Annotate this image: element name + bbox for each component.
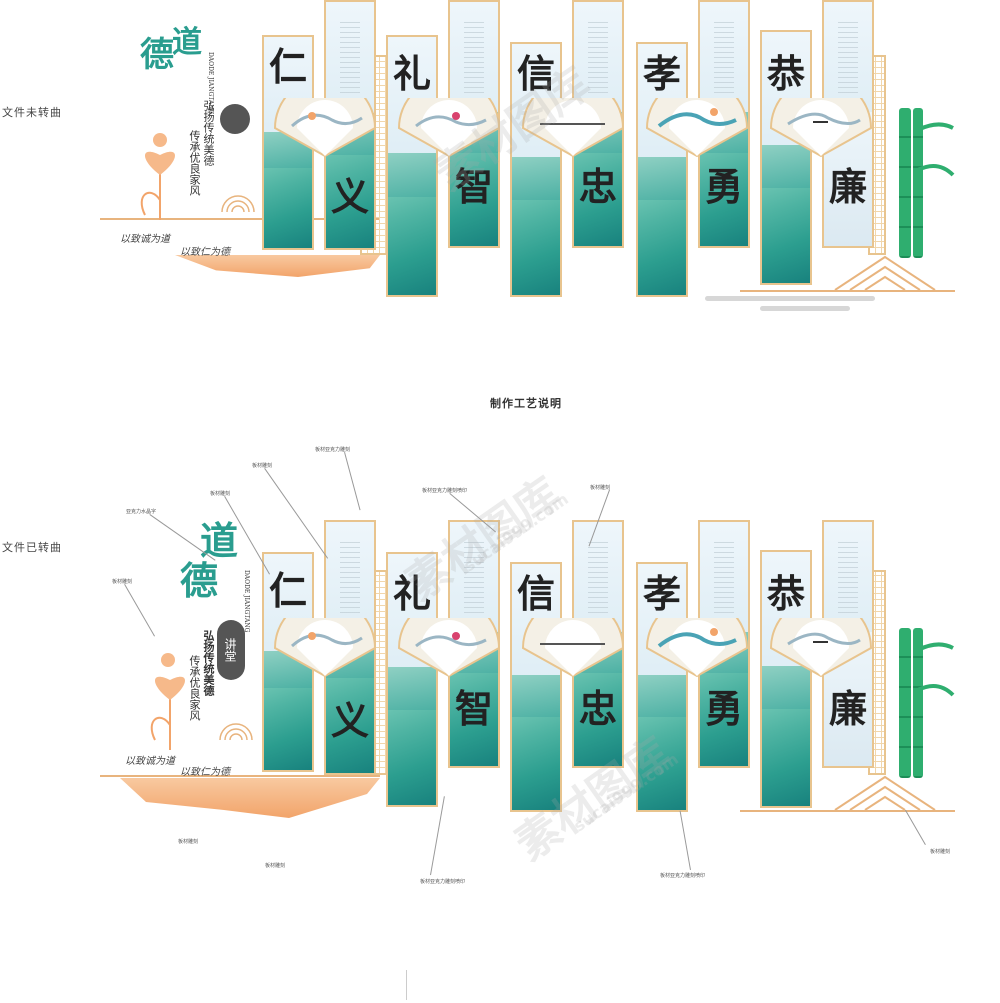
- annotation-label: 板材亚克力雕刻喷印: [420, 879, 466, 885]
- motto-2: 以致仁为德: [180, 767, 230, 778]
- virtue-char: 仁: [268, 568, 307, 613]
- annotation-label: 板材雕刻: [178, 839, 199, 845]
- annotation-label: 板材雕刻: [210, 491, 231, 497]
- base-line: [100, 218, 380, 220]
- fan-icon: [769, 618, 873, 678]
- label-unconverted: 文件未转曲: [2, 106, 62, 119]
- lecture-badge: [220, 104, 250, 134]
- title-char-dao: 道: [200, 518, 239, 563]
- design-panel-converted: 道 德 讲堂 DAODE JIANGTANG 弘扬传统美德 传承优良家风 以致诚…: [0, 510, 1000, 850]
- fan-icon: [521, 618, 625, 678]
- lotus-icon: [140, 133, 175, 220]
- virtue-char: 勇: [704, 686, 743, 731]
- fan-icon: [273, 618, 377, 678]
- fan-icon: [273, 98, 377, 158]
- bamboo-leaf-icon: [918, 642, 955, 697]
- grey-cloud: [705, 296, 875, 301]
- mountain-pattern-icon: [834, 255, 936, 290]
- annotation-label: 板材亚克力雕刻喷印: [660, 873, 706, 879]
- slogan-2: 传承优良家风: [188, 655, 201, 721]
- virtue-char: 义: [330, 698, 369, 743]
- slogan-1: 弘扬传统美德: [202, 100, 215, 166]
- pinyin-text: DAODE JIANGTANG: [207, 52, 214, 115]
- slogan-1: 弘扬传统美德: [202, 630, 215, 696]
- virtue-char: 恭: [766, 51, 805, 96]
- virtue-char: 礼: [392, 51, 431, 96]
- bamboo-stalk: [899, 108, 911, 258]
- ripple-icon: [221, 195, 255, 212]
- bamboo-stalk: [913, 628, 923, 778]
- design-panel-unconverted: 德 道 DAODE JIANGTANG 弘扬传统美德 传承优良家风 以致诚为道 …: [0, 0, 1000, 340]
- virtue-char: 信: [516, 571, 555, 616]
- fan-icon: [645, 98, 749, 158]
- grey-cloud: [760, 306, 850, 311]
- lotus-icon: [150, 653, 185, 750]
- orange-ground: [120, 778, 380, 818]
- virtue-char: 廉: [828, 686, 867, 731]
- annotation-label: 板材亚克力雕刻: [315, 447, 351, 453]
- divider-line: [406, 970, 407, 1000]
- ripple-icon: [219, 723, 253, 740]
- virtue-char: 仁: [268, 44, 307, 89]
- annotation-label: 板材雕刻: [112, 579, 133, 585]
- slogan-2: 传承优良家风: [188, 130, 201, 196]
- board-li: [386, 552, 438, 807]
- title-char-de: 德: [140, 35, 174, 75]
- board-xin: [510, 42, 562, 297]
- virtue-char: 信: [516, 51, 555, 96]
- virtue-char: 勇: [704, 164, 743, 209]
- bamboo-stalk: [899, 628, 911, 778]
- mountain-pattern-icon: [834, 775, 936, 810]
- virtue-char: 义: [330, 174, 369, 219]
- bamboo-leaf-icon: [918, 122, 955, 177]
- motto-2: 以致仁为德: [180, 247, 230, 258]
- fan-icon: [397, 98, 501, 158]
- annotation-label: 板材亚克力雕刻喷印: [422, 488, 468, 494]
- annotation-label: 板材雕刻: [265, 863, 286, 869]
- virtue-char: 恭: [766, 571, 805, 616]
- virtue-char: 忠: [578, 686, 617, 731]
- virtue-char: 孝: [642, 571, 681, 616]
- leader-line: [344, 452, 361, 511]
- virtue-char: 廉: [828, 164, 867, 209]
- annotation-label: 板材雕刻: [930, 849, 951, 855]
- fan-icon: [521, 98, 625, 158]
- fan-icon: [397, 618, 501, 678]
- pinyin-text: DAODE JIANGTANG: [243, 570, 250, 633]
- orange-ground: [175, 255, 380, 277]
- motto-1: 以致诚为道: [120, 234, 170, 245]
- fan-icon: [769, 98, 873, 158]
- base-line: [740, 290, 955, 292]
- virtue-char: 智: [454, 686, 493, 731]
- virtue-char: 孝: [642, 51, 681, 96]
- lecture-badge: 讲堂: [217, 620, 245, 680]
- title-char-dao: 道: [172, 25, 202, 60]
- base-line: [100, 775, 380, 777]
- motto-1: 以致诚为道: [125, 756, 175, 767]
- virtue-char: 礼: [392, 571, 431, 616]
- annotation-label: 板材雕刻: [252, 463, 273, 469]
- annotation-label: 亚克力水晶字: [126, 509, 157, 515]
- title-char-de: 德: [180, 558, 219, 603]
- process-caption: 制作工艺说明: [490, 397, 562, 410]
- board-xiao: [636, 42, 688, 297]
- virtue-char: 忠: [578, 164, 617, 209]
- bamboo-stalk: [913, 108, 923, 258]
- base-line: [740, 810, 955, 812]
- label-converted: 文件已转曲: [2, 541, 62, 554]
- annotation-label: 板材雕刻: [590, 485, 611, 491]
- fan-icon: [645, 618, 749, 678]
- virtue-char: 智: [454, 164, 493, 209]
